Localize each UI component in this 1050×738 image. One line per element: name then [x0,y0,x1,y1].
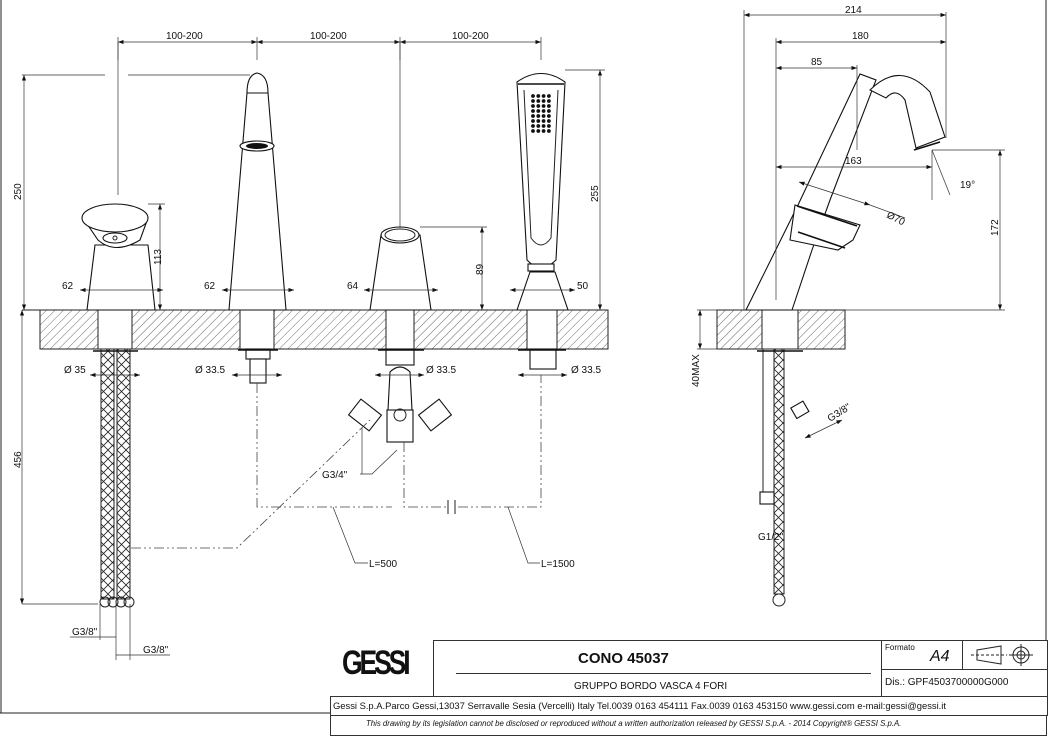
address-row: Gessi S.p.A.Parco Gessi,13037 Serravalle… [330,696,1048,716]
title-block: GESSI CONO 45037 GRUPPO BORDO VASCA 4 FO… [330,640,1048,736]
nozzle-dot [536,94,541,98]
handle-hoses [93,348,138,608]
deck-thickness-40max: 40MAX [691,354,702,387]
nozzle-dot [541,129,546,133]
title-underline [456,673,871,674]
nozzle-dot [547,104,551,108]
side-thread-g12: G1/2" [758,532,784,543]
spout [228,72,287,384]
nozzle-dot [536,114,541,118]
mixer-handle [81,203,156,311]
nozzle-dot [531,119,535,123]
product-description: GRUPPO BORDO VASCA 4 FORI [574,681,728,692]
nozzle-dot [541,94,546,98]
dimension-lines [19,10,1005,660]
deck-front-view [22,309,609,350]
side-width-85: 85 [811,57,823,68]
company-address: Gessi S.p.A.Parco Gessi,13037 Serravalle… [333,700,946,711]
copyright-notice: This drawing by its legislation cannot b… [366,719,902,728]
thread-inlet-right: G3/8" [143,645,169,656]
format-label: Formato [885,643,915,652]
dimension-labels: 100-200 100-200 100-200 250 113 89 255 4… [13,5,1001,656]
product-title: CONO 45037 [578,650,669,667]
dimension-line [804,419,843,439]
height-250: 250 [13,183,24,200]
extension-line [931,149,951,196]
width-62-spout: 62 [204,281,216,292]
nozzle-dot [531,124,535,128]
diameter-diverter: Ø 33.5 [426,365,456,376]
nozzle-dot [536,119,541,123]
nozzle-dot [541,109,546,113]
side-height-172: 172 [990,219,1001,236]
nozzle-dot [547,129,551,133]
nozzle-dot [547,94,551,98]
thread-diverter: G3/4" [322,470,348,481]
nozzle-dot [541,104,546,108]
nozzle-dot [531,99,535,103]
nozzle-dot [531,109,535,113]
nozzle-dot [536,104,541,108]
nozzle-dot [547,119,551,123]
nozzle-dot [536,109,541,113]
width-50-shower: 50 [577,281,589,292]
side-diameter-70: Ø70 [885,210,907,229]
diameter-handle: Ø 35 [64,365,86,376]
nozzle-dot [531,94,535,98]
side-width-180: 180 [852,31,869,42]
sheet-frame [0,0,1047,714]
nozzle-dot [547,114,551,118]
nozzle-dot [531,114,535,118]
logo-cell: GESSI [330,640,434,696]
height-255: 255 [590,185,601,202]
nozzle-dot [531,129,535,133]
hose-length-500: L=500 [369,559,398,570]
nozzle-dot [541,99,546,103]
nozzle-dot [536,124,541,128]
dimension-line [798,181,871,206]
nozzle-dot [541,114,546,118]
format-cell: Formato A4 [881,640,963,670]
thread-inlet-left: G3/8" [72,627,98,638]
spacing-label-2: 100-200 [310,31,347,42]
height-89: 89 [475,263,486,275]
nozzle-dot [547,124,551,128]
height-456: 456 [13,451,24,468]
diameter-spout: Ø 33.5 [195,365,225,376]
hose-length-1500: L=1500 [541,559,575,570]
nozzle-dot [541,124,546,128]
width-64-diverter: 64 [347,281,359,292]
nozzle-dot [536,129,541,133]
nozzle-dot [531,104,535,108]
spacing-label-1: 100-200 [166,31,203,42]
spacing-label-3: 100-200 [452,31,489,42]
dimension-line [869,204,906,219]
gessi-logo: GESSI [342,644,411,682]
shower-nozzles [531,94,551,133]
nozzle-dot [541,119,546,123]
width-62-handle: 62 [62,281,74,292]
projection-symbol-icon [971,644,1033,666]
nozzle-dot [536,99,541,103]
side-width-214: 214 [845,5,862,16]
drawing-number: Dis.: GPF4503700000G000 [885,677,1009,688]
nozzle-dot [547,109,551,113]
format-value: A4 [930,648,950,665]
deck-side-view [716,309,846,350]
diameter-shower: Ø 33.5 [571,365,601,376]
side-angle-19: 19° [960,180,975,191]
projection-symbol-cell [962,640,1048,670]
drawing-number-cell: Dis.: GPF4503700000G000 [881,669,1048,697]
nozzle-dot [547,99,551,103]
hose-routing [131,375,542,564]
side-reach-163: 163 [845,156,862,167]
height-113: 113 [153,249,164,265]
